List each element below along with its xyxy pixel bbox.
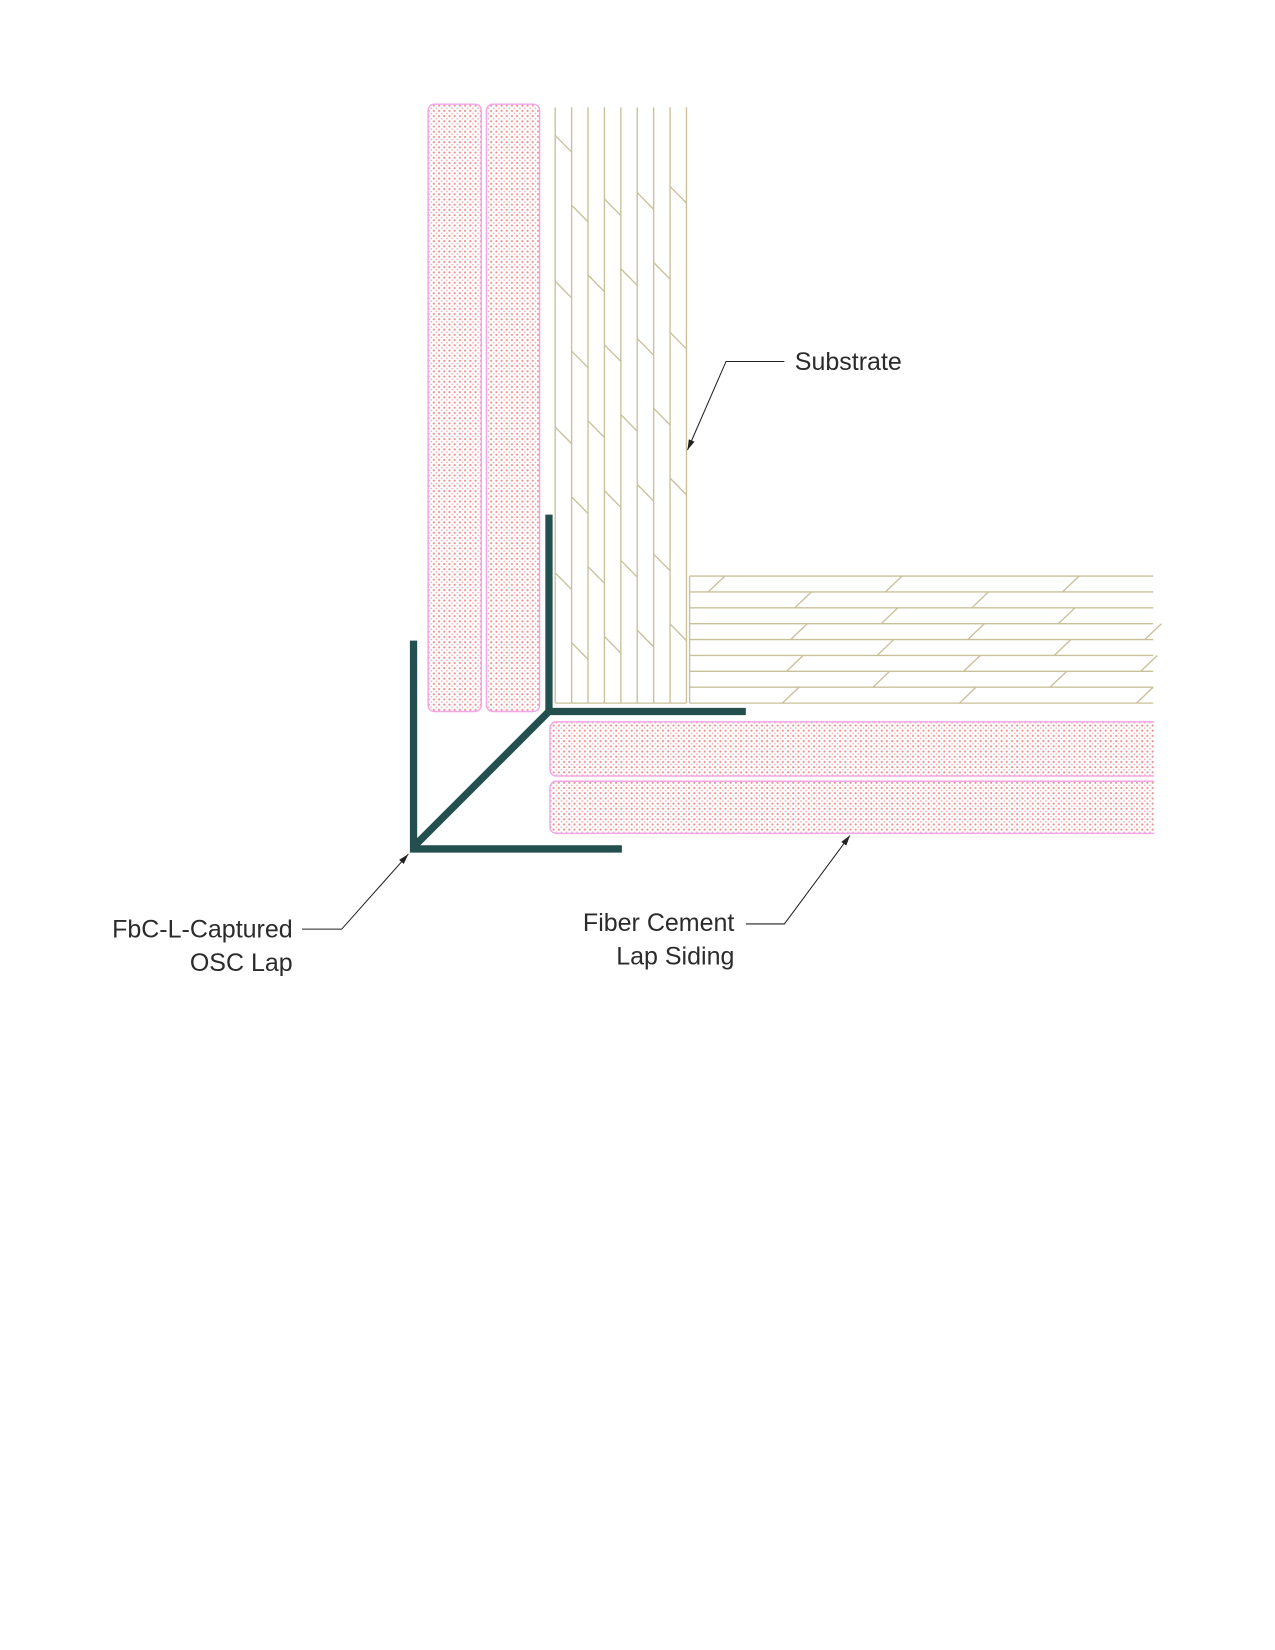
substrate-label: Substrate	[795, 348, 902, 376]
substrate-grain-line	[603, 635, 622, 654]
siding-leader	[745, 835, 851, 925]
substrate-grain-line	[620, 414, 638, 432]
substrate-grain-line	[669, 477, 687, 496]
substrate-grain-line	[790, 623, 808, 641]
substrate-grain-line	[669, 331, 687, 350]
substrate-grain-line	[872, 670, 891, 688]
substrate-grain-line	[636, 629, 655, 648]
substrate-grain-line	[963, 654, 981, 672]
siding-board-vertical-1	[427, 103, 482, 713]
trim-leader	[302, 853, 409, 930]
substrate-grain-line	[636, 192, 655, 210]
substrate-grain-line	[1144, 623, 1162, 641]
substrate-grain-line	[1135, 686, 1154, 704]
substrate-grain-line	[1049, 670, 1068, 688]
substrate-grain-line	[603, 344, 622, 362]
substrate-grain-line	[554, 426, 573, 445]
substrate-grain-line	[554, 134, 573, 153]
substrate-grain-line	[571, 204, 589, 223]
substrate-grain-line	[884, 575, 903, 593]
siding-board-vertical-2	[485, 103, 541, 713]
substrate-grain-line	[603, 490, 622, 508]
substrate-grain-line	[653, 553, 671, 572]
corner-trim-profile	[409, 514, 746, 853]
substrate-grain-line	[620, 268, 638, 286]
substrate-grain-line	[587, 274, 605, 293]
siding-board-horizontal-1	[549, 721, 1166, 777]
substrate-grain-line	[653, 407, 671, 426]
substrate-grain-line	[1053, 639, 1072, 656]
substrate-grain-line	[1057, 607, 1076, 625]
substrate-leader	[687, 360, 785, 451]
siding-label-line2: Lap Siding	[616, 943, 734, 971]
substrate-grain-line	[1062, 575, 1080, 593]
substrate-grain-line	[707, 575, 726, 593]
substrate-grain-line	[794, 591, 812, 609]
substrate-grain-line	[669, 623, 687, 642]
substrate-grain-line	[571, 350, 589, 369]
substrate-grain-line	[669, 185, 687, 204]
substrate-grain-line	[1140, 654, 1158, 672]
substrate-grain-line	[967, 623, 985, 641]
substrate-grain-line	[880, 607, 899, 625]
substrate-grain-line	[603, 198, 622, 217]
substrate-grain-line	[785, 654, 804, 672]
substrate-grain-line	[971, 591, 990, 609]
substrate-grain-line	[587, 420, 605, 438]
substrate-horizontal	[688, 575, 1162, 704]
substrate-vertical	[554, 107, 688, 704]
substrate-grain-line	[571, 642, 589, 660]
substrate-grain-line	[554, 572, 573, 591]
substrate-grain-line	[781, 686, 800, 704]
substrate-grain-line	[636, 483, 655, 502]
trim-label-line2: OSC Lap	[190, 949, 293, 977]
substrate-grain-line	[653, 262, 671, 280]
trim-label-line1: FbC-L-Captured	[112, 916, 293, 944]
siding-board-horizontal-2	[549, 780, 1166, 835]
substrate-grain-line	[958, 686, 977, 704]
substrate-grain-line	[571, 496, 589, 515]
substrate-grain-line	[876, 639, 895, 656]
siding-label-line1: Fiber Cement	[583, 909, 734, 937]
substrate-grain-line	[587, 566, 605, 584]
substrate-grain-line	[554, 280, 573, 299]
substrate-grain-line	[620, 559, 638, 578]
substrate-grain-line	[636, 338, 655, 356]
